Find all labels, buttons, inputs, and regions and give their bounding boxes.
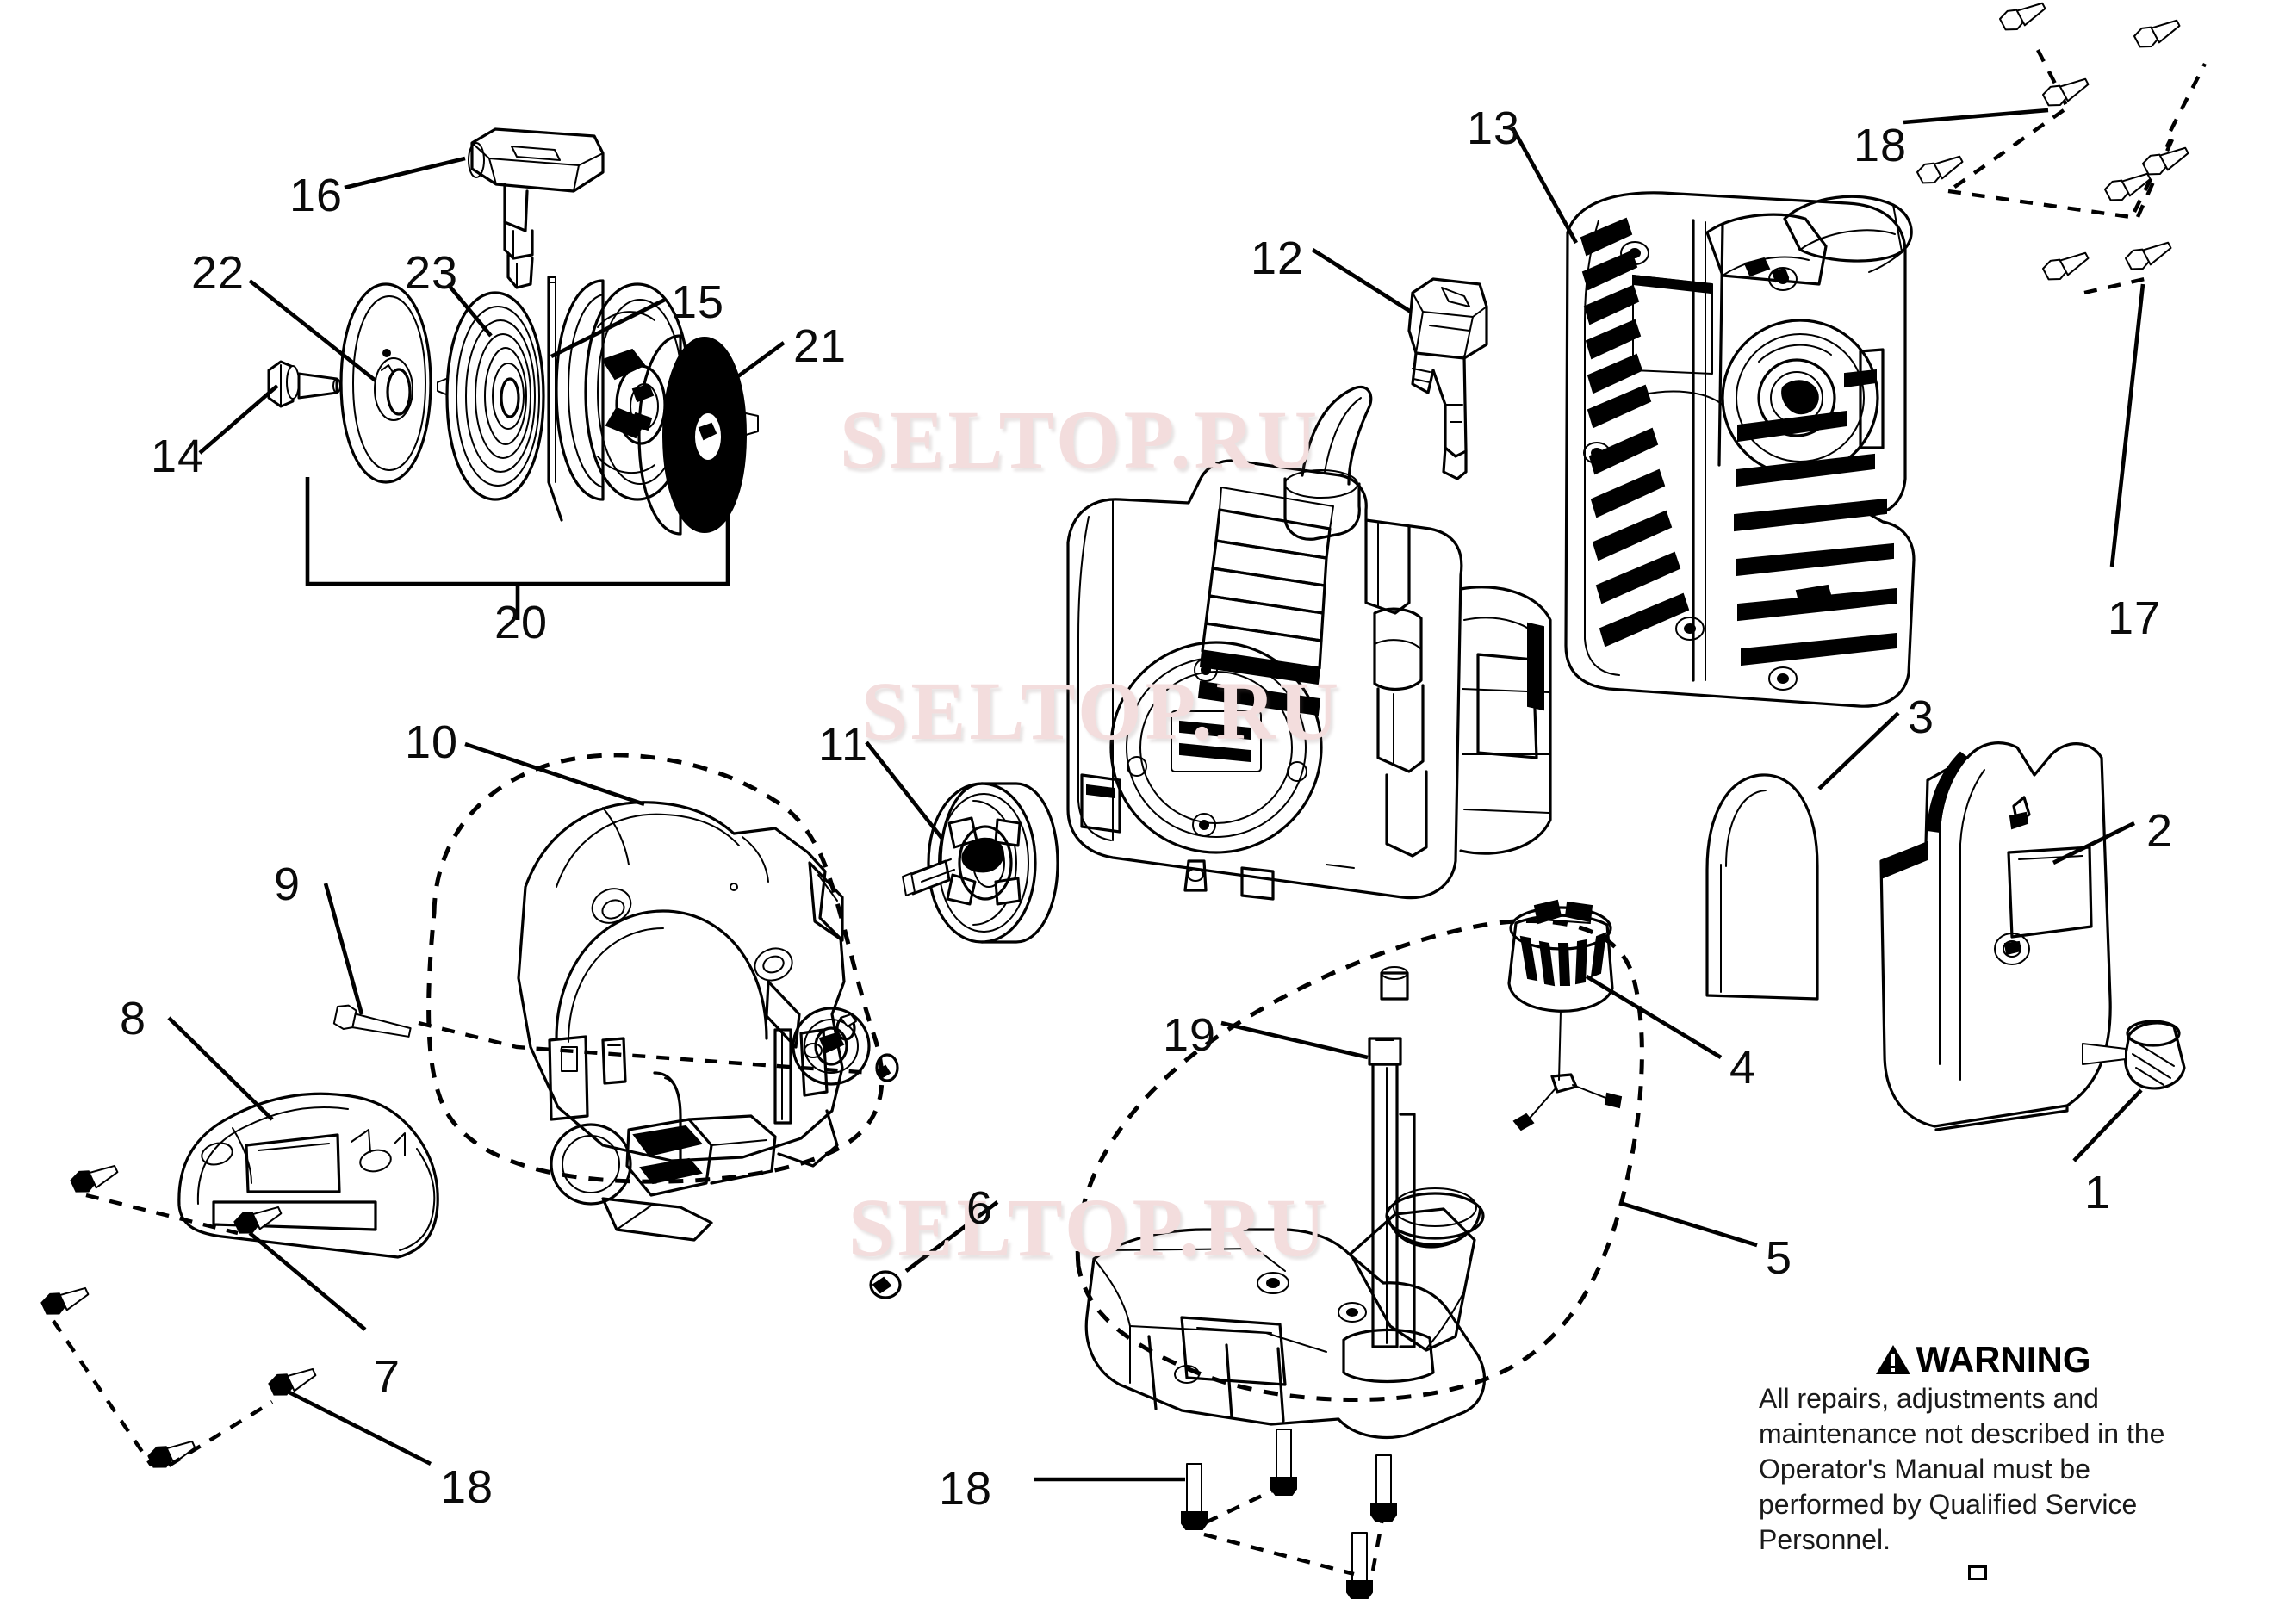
callout-21: 21 — [793, 320, 848, 372]
watermark: SELTOP.RU — [861, 665, 1343, 757]
callout-18-bottom: 18 — [939, 1463, 993, 1515]
part-clutch-drum-assembly — [902, 782, 1059, 944]
callout-17: 17 — [2108, 592, 2162, 644]
clutch-housing-dashed-boundary — [426, 753, 885, 1184]
callout-8: 8 — [120, 993, 147, 1044]
callout-2: 2 — [2146, 805, 2174, 857]
screw-group-top-right — [1903, 0, 2207, 567]
callout-3: 3 — [1908, 691, 1935, 743]
part-air-filter-cover-knob — [2082, 1020, 2186, 1090]
part-air-filter-cover — [1879, 741, 2112, 1131]
bracket-recoil-assembly — [305, 477, 730, 620]
warning-notice: WARNING All repairs, adjustments and mai… — [1759, 1342, 2207, 1558]
callout-20: 20 — [494, 597, 549, 648]
callout-5: 5 — [1766, 1232, 1793, 1284]
callout-14: 14 — [151, 431, 205, 482]
warning-header: WARNING — [1759, 1342, 2207, 1378]
fuel-tank-dashed-boundary — [1075, 918, 1644, 1403]
callout-9: 9 — [274, 858, 301, 910]
callout-23: 23 — [405, 247, 459, 299]
part-throttle-trigger — [1407, 277, 1488, 480]
warning-title: WARNING — [1916, 1339, 2091, 1379]
part-starter-rope — [547, 276, 563, 522]
screw-group-18-bottom — [1034, 1429, 1397, 1599]
callout-10: 10 — [405, 716, 459, 768]
callout-1: 1 — [2084, 1167, 2112, 1218]
callout-7: 7 — [374, 1351, 401, 1403]
part-recoil-spring — [437, 291, 545, 501]
callout-15: 15 — [671, 276, 725, 328]
callout-11: 11 — [818, 719, 869, 771]
part-clutch-washer-nut — [835, 1013, 902, 1299]
registration-mark — [1968, 1565, 1987, 1580]
warning-body-text: All repairs, adjustments and maintenance… — [1759, 1383, 2165, 1555]
callout-22: 22 — [191, 247, 245, 299]
warning-triangle-icon — [1875, 1345, 1910, 1374]
part-engine-block — [1066, 385, 1552, 901]
part-fuel-tank — [1084, 899, 1623, 1440]
part-long-screw — [332, 1004, 872, 1075]
screw-group-7 — [68, 1156, 367, 1331]
callout-18-left: 18 — [440, 1461, 494, 1513]
callout-16: 16 — [289, 170, 344, 221]
callout-6: 6 — [966, 1182, 994, 1234]
part-starter-screw — [267, 360, 341, 408]
part-starter-pawl-plate — [339, 282, 432, 484]
callout-4: 4 — [1729, 1042, 1757, 1094]
watermark: SELTOP.RU — [848, 1181, 1330, 1274]
part-clutch-housing — [517, 801, 871, 1242]
part-heat-shield — [177, 1092, 439, 1259]
callout-18-top: 18 — [1854, 120, 1908, 171]
part-starter-handle — [468, 127, 605, 289]
watermark: SELTOP.RU — [840, 394, 1321, 486]
callout-12: 12 — [1251, 232, 1305, 284]
callout-13: 13 — [1467, 102, 1521, 154]
leader-lines — [167, 126, 2143, 1273]
part-engine-cover-shroud — [1564, 191, 1916, 708]
screw-group-18-left — [39, 1278, 432, 1473]
callout-19: 19 — [1163, 1009, 1217, 1061]
part-air-filter-element — [1705, 773, 1819, 1001]
